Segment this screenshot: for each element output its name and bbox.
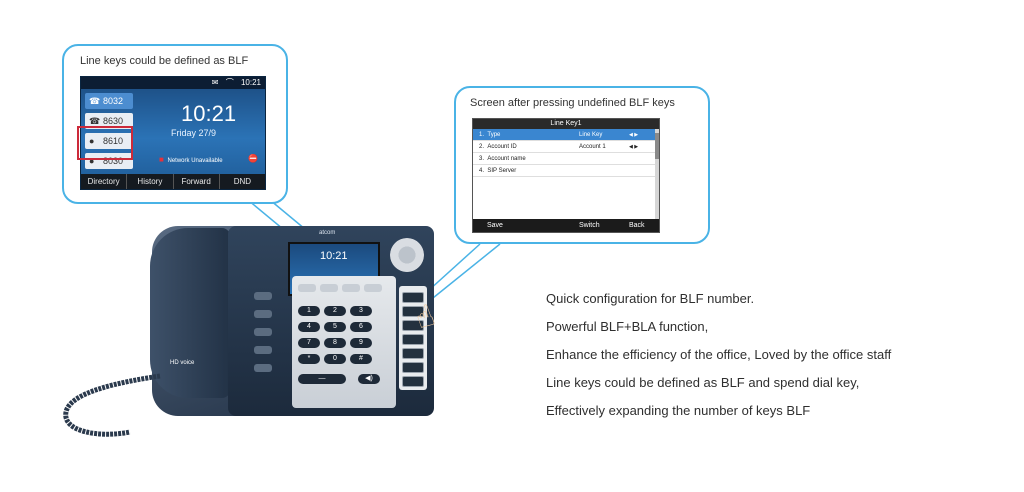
softkey-save[interactable]: Save <box>487 222 503 229</box>
voicemail-icon: ✉ <box>211 78 219 87</box>
left-right-arrows-icon[interactable]: ◀ ▶ <box>629 132 639 138</box>
dial-key-4[interactable]: 4 <box>298 322 320 332</box>
left-function-key[interactable] <box>254 364 272 372</box>
status-time: 10:21 <box>240 78 261 87</box>
config-header: Line Key1 <box>473 119 659 129</box>
config-row-type[interactable]: 1. Type Line Key ◀ ▶ <box>473 129 659 141</box>
function-key[interactable] <box>364 284 382 292</box>
contact-icon: ● <box>89 156 95 166</box>
network-status-text: Network Unavailable <box>167 158 223 164</box>
dial-key-hash[interactable]: # <box>350 354 372 364</box>
description-line: Powerful BLF+BLA function, <box>546 319 709 334</box>
row-index: 4. <box>479 168 485 174</box>
dial-key-6[interactable]: 6 <box>350 322 372 332</box>
line-key-8030[interactable]: ● 8030 <box>85 153 133 169</box>
function-key[interactable] <box>298 284 316 292</box>
brand-logo: atcom <box>319 230 336 236</box>
softkey-back[interactable]: Back <box>629 222 645 229</box>
config-softkeys: Save Switch Back <box>473 219 659 232</box>
left-function-key[interactable] <box>254 292 272 300</box>
row-label: Account name <box>487 156 526 162</box>
left-function-key[interactable] <box>254 310 272 318</box>
description-line: Enhance the efficiency of the office, Lo… <box>546 347 892 362</box>
row-index: 1. <box>479 132 485 138</box>
status-bar: ✉ ⌒ 10:21 <box>81 77 265 89</box>
line-key-number: 8610 <box>103 136 124 146</box>
row-index: 3. <box>479 156 485 162</box>
line-key-config-screen: Line Key1 1. Type Line Key ◀ ▶ 2. Accoun… <box>472 118 660 233</box>
dial-key-2[interactable]: 2 <box>324 306 346 316</box>
blf-key[interactable] <box>402 320 424 331</box>
phone-screen-time: 10:21 <box>320 250 348 262</box>
line-key-number: 8630 <box>103 116 124 126</box>
dial-key-5[interactable]: 5 <box>324 322 346 332</box>
config-empty-area <box>473 177 659 214</box>
dial-key-star[interactable]: * <box>298 354 320 364</box>
row-value: Account 1 <box>579 144 606 150</box>
network-warning-icon: ■ <box>159 155 164 164</box>
function-key[interactable] <box>342 284 360 292</box>
row-label: Type <box>487 132 501 138</box>
softkey-forward[interactable]: Forward <box>174 174 220 189</box>
config-row-account-id[interactable]: 2. Account ID Account 1 ◀ ▶ <box>473 141 659 153</box>
description-line: Quick configuration for BLF number. <box>546 291 755 306</box>
left-function-key[interactable] <box>254 328 272 336</box>
line-key-8610[interactable]: ● 8610 <box>85 133 133 149</box>
blf-keys-highlight <box>77 126 133 160</box>
home-date: Friday 27/9 <box>171 128 217 138</box>
config-scrollbar[interactable] <box>655 129 659 221</box>
phone-handset <box>150 228 230 398</box>
phone-icon: ☎ <box>89 116 101 126</box>
hd-voice-label: HD voice <box>170 360 195 366</box>
dial-key-0[interactable]: 0 <box>324 354 346 364</box>
speaker-key[interactable]: ◀) <box>358 374 380 384</box>
softkey-directory[interactable]: Directory <box>81 174 128 189</box>
network-status: ■ Network Unavailable <box>159 155 223 164</box>
no-entry-icon: ⛔ <box>248 154 258 163</box>
row-label: SIP Server <box>487 168 517 174</box>
blf-key[interactable] <box>402 292 424 303</box>
left-function-key[interactable] <box>254 346 272 354</box>
row-index: 2. <box>479 144 485 150</box>
line-key-list: ☎ 8032 ☎ 8630 ● 8610 ● 8030 <box>85 93 133 173</box>
navigation-ring[interactable] <box>390 238 424 272</box>
softkey-switch[interactable]: Switch <box>579 222 600 229</box>
volume-key[interactable]: — <box>298 374 346 384</box>
blf-key[interactable] <box>402 362 424 373</box>
dial-key-9[interactable]: 9 <box>350 338 372 348</box>
home-softkeys: Directory History Forward DND <box>81 174 265 189</box>
contact-icon: ● <box>89 136 95 146</box>
softkey-dnd[interactable]: DND <box>233 177 252 186</box>
dial-key-3[interactable]: 3 <box>350 306 372 316</box>
callout-right-title: Screen after pressing undefined BLF keys <box>470 97 675 109</box>
blf-key[interactable] <box>402 348 424 359</box>
blf-key[interactable] <box>402 306 424 317</box>
row-value: Line Key <box>579 132 603 138</box>
home-clock: 10:21 <box>181 101 237 126</box>
dial-key-7[interactable]: 7 <box>298 338 320 348</box>
config-row-sip-server[interactable]: 4. SIP Server <box>473 165 659 177</box>
scrollbar-thumb[interactable] <box>655 133 659 159</box>
wifi-icon: ⌒ <box>225 78 234 87</box>
blf-key[interactable] <box>402 334 424 345</box>
line-key-number: 8032 <box>103 96 124 106</box>
left-right-arrows-icon[interactable]: ◀ ▶ <box>629 144 639 150</box>
phone-icon: ☎ <box>89 96 101 106</box>
blf-key[interactable] <box>402 376 424 387</box>
line-key-8032[interactable]: ☎ 8032 <box>85 93 133 109</box>
config-row-account-name[interactable]: 3. Account name <box>473 153 659 165</box>
function-key[interactable] <box>320 284 338 292</box>
handset-cord <box>63 373 161 437</box>
line-key-number: 8030 <box>103 156 124 166</box>
phone-home-screen: ✉ ⌒ 10:21 ☎ 8032 ☎ 8630 ● 8610 ● 8030 10… <box>80 76 266 190</box>
line-key-8630[interactable]: ☎ 8630 <box>85 113 133 129</box>
dial-key-1[interactable]: 1 <box>298 306 320 316</box>
feature-description: Quick configuration for BLF number. Powe… <box>546 290 891 430</box>
description-line: Line keys could be defined as BLF and sp… <box>546 375 860 390</box>
description-line: Effectively expanding the number of keys… <box>546 403 811 418</box>
callout-left-title: Line keys could be defined as BLF <box>80 55 249 67</box>
row-label: Account ID <box>487 144 517 150</box>
dial-key-8[interactable]: 8 <box>324 338 346 348</box>
softkey-history[interactable]: History <box>127 174 174 189</box>
